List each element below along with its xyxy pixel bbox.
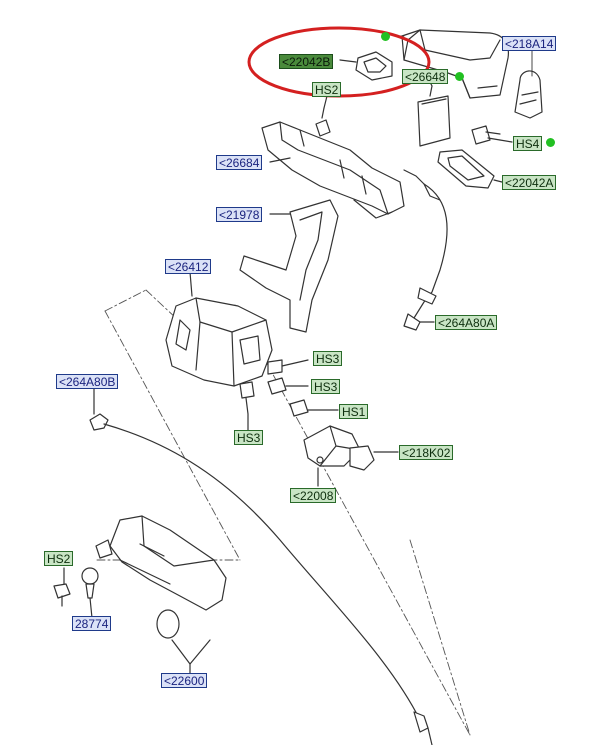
screw-hs1 xyxy=(289,399,339,417)
label-26684[interactable]: <26684 xyxy=(216,155,263,170)
cable-264a80b xyxy=(89,413,433,745)
status-dot-top xyxy=(381,32,390,41)
label-hs3-b[interactable]: HS3 xyxy=(311,379,341,394)
label-28774[interactable]: 28774 xyxy=(72,616,112,631)
label-218k02[interactable]: <218K02 xyxy=(399,445,454,460)
bracket-26684 xyxy=(261,121,405,219)
gasket-22042a xyxy=(437,149,495,189)
label-22042b[interactable]: <22042B xyxy=(279,54,334,69)
label-264a80b[interactable]: <264A80B xyxy=(56,374,119,389)
label-hs1[interactable]: HS1 xyxy=(339,404,369,419)
clip-28774 xyxy=(81,567,99,599)
label-22600[interactable]: <22600 xyxy=(161,673,208,688)
screw-hs2-top xyxy=(315,107,331,137)
guide-lines xyxy=(96,289,471,736)
latch-26412 xyxy=(165,297,273,387)
label-218a14[interactable]: <218A14 xyxy=(502,36,557,51)
label-hs3-c[interactable]: HS3 xyxy=(234,430,264,445)
label-26648[interactable]: <26648 xyxy=(402,69,449,84)
screw-hs3-a xyxy=(267,359,309,375)
label-hs2-bottom[interactable]: HS2 xyxy=(44,551,74,566)
status-dot-26648 xyxy=(455,72,464,81)
cable-264a80a xyxy=(403,169,448,331)
label-hs4[interactable]: HS4 xyxy=(513,136,543,151)
reinforcement-21978 xyxy=(239,199,339,333)
status-dot-hs4 xyxy=(546,138,555,147)
screw-hs4 xyxy=(471,125,501,145)
label-hs2-top[interactable]: HS2 xyxy=(312,82,342,97)
label-264a80a[interactable]: <264A80A xyxy=(435,315,498,330)
screw-hs2-bottom xyxy=(53,583,71,607)
screw-hs3-c xyxy=(239,381,255,431)
interior-handle-22600 xyxy=(95,515,227,639)
label-hs3-a[interactable]: HS3 xyxy=(313,351,343,366)
label-22008[interactable]: <22008 xyxy=(290,488,337,503)
label-22042a[interactable]: <22042A xyxy=(502,175,557,190)
gasket-22042b xyxy=(355,51,393,81)
label-21978[interactable]: <21978 xyxy=(216,207,263,222)
label-26412[interactable]: <26412 xyxy=(165,259,212,274)
screw-hs3-b xyxy=(267,377,309,395)
pad-26648 xyxy=(417,85,451,147)
clip-218k02 xyxy=(349,445,399,471)
